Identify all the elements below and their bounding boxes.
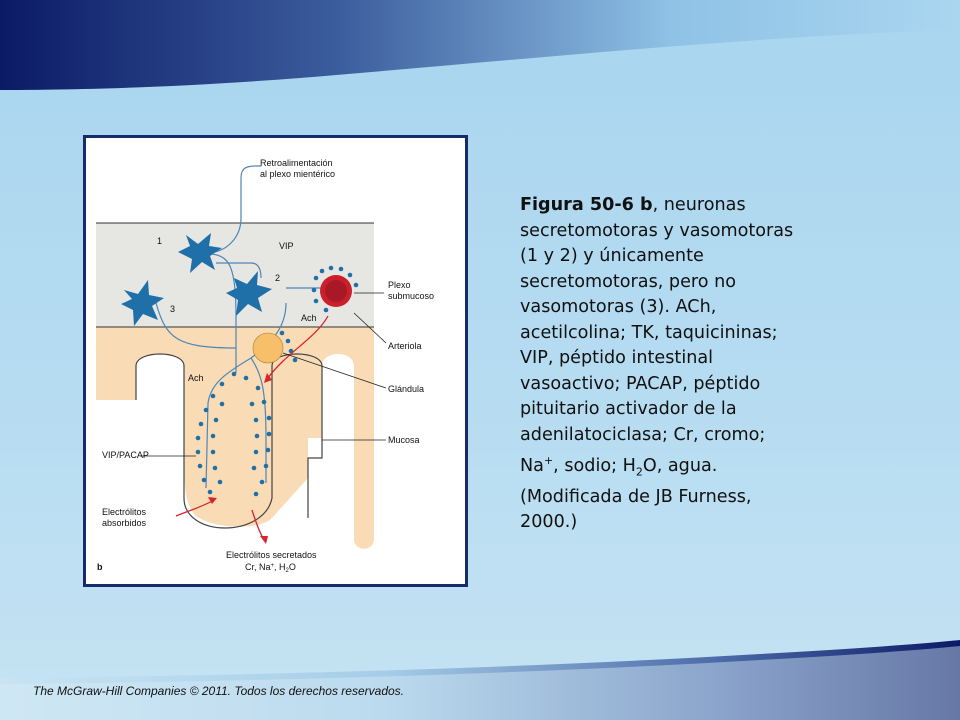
caption-superscript: + [543,454,554,467]
label-secreted-2: Cr, Na+, H2O [245,562,296,574]
label-absorbed-1: Electrólitos [102,507,147,517]
label-glandula: Glándula [388,384,424,394]
label-vip-top: VIP [279,241,294,251]
label-plexo-1: Plexo [388,280,411,290]
label-absorbed-2: absorbidos [102,518,147,528]
caption-line: VIP, péptido intestinal [520,348,714,368]
label-vip-pacap: VIP/PACAP [102,450,149,460]
label-neuron-3: 3 [170,304,175,314]
label-mucosa: Mucosa [388,435,420,445]
caption-line: secretomotoras y vasomotoras [520,220,794,241]
arteriole-varicosities [311,265,359,313]
caption-title: Figura 50-6 b [520,195,653,215]
top-decorative-band [0,0,960,90]
figure-panel: Retroalimentación al plexo mientérico VI… [83,135,468,587]
caption-line: vasoactivo; PACAP, péptido [520,373,761,394]
label-feedback-2: al plexo mientérico [260,169,335,179]
caption-subscript: 2 [635,465,643,479]
label-feedback-1: Retroalimentación [260,158,333,168]
bottom-decorative-band [0,640,960,720]
caption-line: acetilcolina; TK, taquicininas; [520,322,778,343]
caption-line: , sodio; H [553,455,636,476]
label-panel-b: b [97,562,103,572]
neuron-1 [178,233,222,273]
gland-varicosities [279,330,298,363]
arteriole-lumen [325,280,347,302]
arrow-heads [208,373,272,544]
caption-line: (1 y 2) y únicamente [520,246,704,266]
label-neuron-2: 2 [275,273,280,283]
copyright-footer: The McGraw-Hill Companies © 2011. Todos … [33,684,405,698]
label-ach-1: Ach [301,313,317,323]
label-arteriola: Arteriola [388,341,422,351]
neuron-2 [226,271,272,316]
label-plexo-2: submucoso [388,291,434,301]
caption-line: , neuronas [652,195,746,215]
caption-line: (Modificada de JB Furness, [520,486,752,507]
label-secreted-1: Electrólitos secretados [226,550,317,560]
caption-line: vasomotoras (3). ACh, [520,297,717,317]
neuron-diagram: Retroalimentación al plexo mientérico VI… [96,158,434,574]
nerve-fibres [155,165,324,489]
caption-line: adenilatociclasa; Cr, cromo; [520,424,766,445]
caption-line: Na [520,455,544,476]
caption-line: O, agua. [642,455,718,476]
mucosa-outline [135,353,323,529]
figure-caption: Figura 50-6 b, neuronas secretomotoras y… [520,193,820,536]
crypt-varicosities [195,371,272,497]
lumen-space [96,400,136,540]
label-neuron-1: 1 [157,236,162,246]
mucosa-layer [96,327,374,549]
caption-line: 2000.) [520,512,578,533]
gland [252,332,284,364]
neuron-3 [121,280,164,326]
caption-line: secretomotoras, pero no [520,271,737,292]
leader-lines [140,292,387,457]
caption-line: pituitario activador de la [520,399,737,419]
label-ach-2: Ach [188,373,204,383]
